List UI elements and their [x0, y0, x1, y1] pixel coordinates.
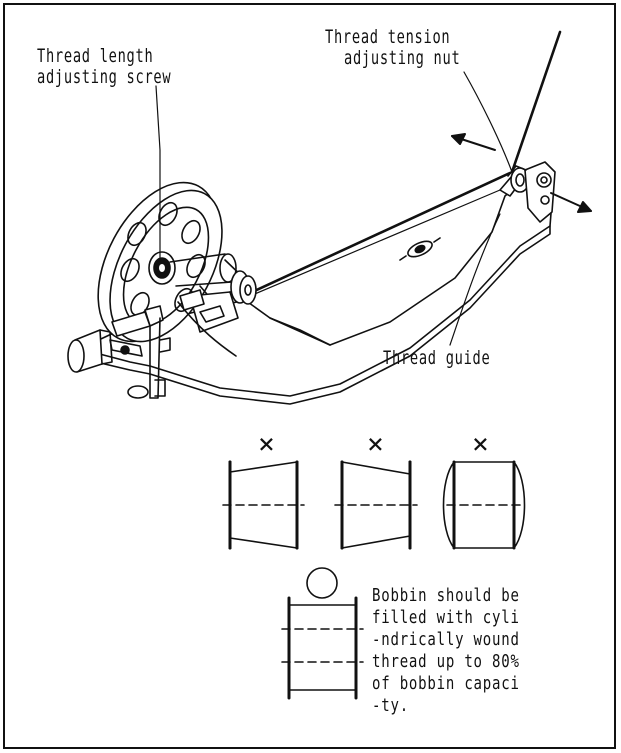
bobbin-barrel-shaped — [442, 460, 526, 550]
winder-motor-stub — [67, 329, 113, 373]
bad-mark-2: × — [367, 427, 385, 460]
note-line-6: -ty. — [372, 695, 409, 716]
note-line-1: Bobbin should be — [372, 585, 520, 606]
winder-latch-lever — [109, 289, 239, 399]
winder-shaft — [169, 253, 257, 305]
label-thread-length-line1: Thread length — [37, 45, 154, 67]
label-thread-tension-line2: adjusting nut — [344, 47, 461, 69]
note-line-5: of bobbin capaci — [372, 673, 520, 694]
thread-return-line — [249, 189, 501, 297]
note-line-3: -ndrically wound — [372, 629, 520, 650]
note-line-2: filled with cyli — [372, 607, 520, 628]
label-thread-tension-line1: Thread tension — [325, 26, 451, 48]
leader-lines — [155, 71, 513, 346]
note-line-4: thread up to 80% — [372, 651, 520, 672]
adjust-direction-arrows — [451, 133, 592, 213]
label-thread-length-line2: adjusting screw — [37, 66, 172, 88]
bad-mark-3: × — [472, 427, 490, 460]
bobbin-tapered-outward — [334, 460, 418, 550]
bad-mark-1: × — [258, 427, 276, 460]
bobbin-cylindrical — [281, 567, 364, 700]
bobbin-tapered-inward — [222, 460, 305, 550]
label-thread-guide: Thread guide — [383, 347, 491, 369]
thread-line — [248, 30, 562, 295]
